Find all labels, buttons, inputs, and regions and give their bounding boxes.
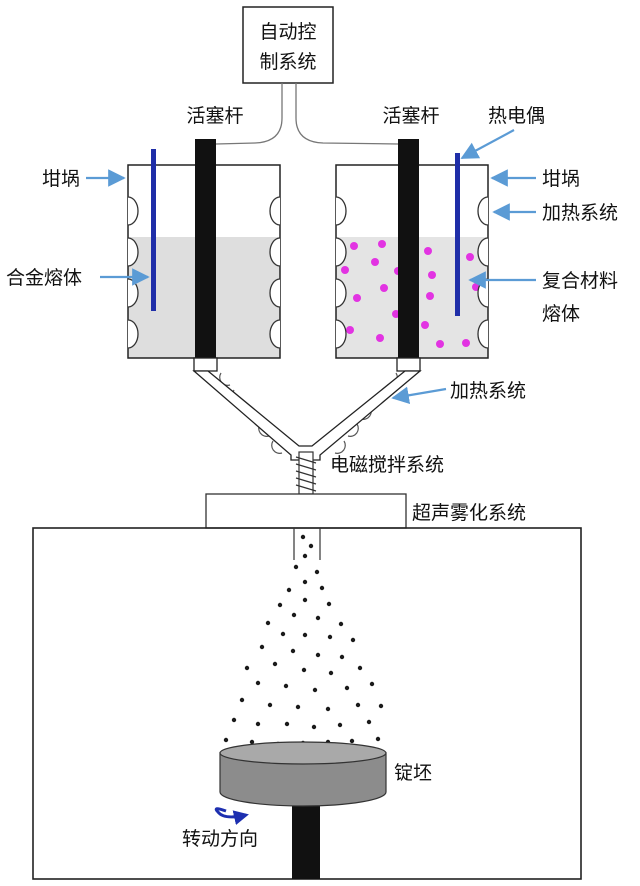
labels: 活塞杆 活塞杆 热电偶 坩埚 坩埚 加热系统 合金熔体 复合材料 熔体 加热系统… <box>6 105 618 850</box>
spray-droplets <box>223 534 384 747</box>
ingot <box>219 741 387 879</box>
nozzle <box>293 528 321 560</box>
right-thermocouple <box>455 153 460 316</box>
label-piston-right: 活塞杆 <box>382 105 439 127</box>
label-crucible-right: 坩埚 <box>542 168 580 190</box>
label-ingot: 锭坯 <box>394 762 432 784</box>
left-thermocouple <box>151 149 156 311</box>
control-system: 自动控 制系统 <box>242 6 334 84</box>
stirring-coil <box>295 451 317 495</box>
ingot-body <box>219 752 387 807</box>
right-crucible <box>335 139 489 372</box>
y-pipe <box>192 370 422 461</box>
left-heating-coils <box>127 196 281 349</box>
control-system-label-line2: 制系统 <box>259 51 316 73</box>
left-crucible <box>127 139 281 372</box>
control-wire-right <box>295 83 399 145</box>
label-atomization: 超声雾化系统 <box>412 502 526 524</box>
right-piston-rod <box>398 139 419 358</box>
pointer-arrows <box>86 129 536 405</box>
left-piston-rod <box>195 139 216 358</box>
control-wires <box>215 83 399 145</box>
arrow-heating-pipe <box>391 386 447 405</box>
label-rotation: 转动方向 <box>182 828 258 850</box>
label-heating-pipe: 加热系统 <box>450 380 526 402</box>
control-system-box <box>242 6 334 84</box>
control-wire-left <box>215 83 283 145</box>
ingot-top <box>219 741 387 765</box>
label-heating-right: 加热系统 <box>542 202 618 224</box>
label-alloy-melt: 合金熔体 <box>6 267 82 289</box>
label-crucible-left: 坩埚 <box>42 168 80 190</box>
y-pipe-body <box>192 370 422 461</box>
label-composite-line2: 熔体 <box>542 303 580 325</box>
right-outlet <box>396 357 421 372</box>
label-stirring: 电磁搅拌系统 <box>330 454 444 476</box>
left-outlet <box>193 357 218 372</box>
control-system-label-line1: 自动控 <box>259 21 316 43</box>
right-heating-coils <box>335 196 489 349</box>
atomizer-box <box>205 493 407 529</box>
label-thermocouple: 热电偶 <box>488 105 545 127</box>
arrow-thermocouple <box>460 129 515 159</box>
rotating-shaft <box>292 798 320 879</box>
rotation-arrow-icon <box>214 807 249 825</box>
label-composite-line1: 复合材料 <box>542 270 618 292</box>
label-piston-left: 活塞杆 <box>186 105 243 127</box>
